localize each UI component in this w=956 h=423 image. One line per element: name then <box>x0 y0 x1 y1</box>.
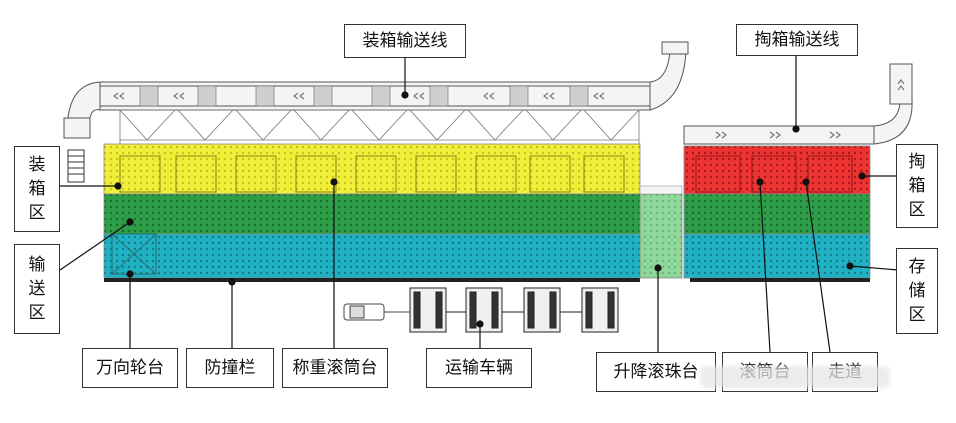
trailer-icon <box>409 287 619 333</box>
weighing-roller-tables <box>119 155 625 193</box>
packing-zone-char-2: 箱 <box>28 179 46 199</box>
transport-vehicle-label: 运输车辆 <box>426 348 532 388</box>
unpacking-conveyor-label: 掏箱输送线 <box>736 24 858 56</box>
transfer-zone-area-right <box>683 193 871 235</box>
unpacking-conveyor-arrows <box>715 79 905 139</box>
universal-wheel-marker <box>111 233 157 275</box>
transfer-zone-area <box>103 193 641 235</box>
anti-collision-rail-left <box>104 278 640 282</box>
storage-zone-area-right <box>683 233 871 279</box>
packing-zone-char-1: 装 <box>28 155 46 175</box>
packing-zone-label: 装 箱 区 <box>14 146 60 232</box>
stairs <box>67 149 85 183</box>
packing-zone-char-3: 区 <box>28 203 46 223</box>
unpacking-zone-char-2: 箱 <box>908 176 926 196</box>
watermark-overlay <box>700 366 890 388</box>
lifting-ball-table-label: 升降滚珠台 <box>596 352 716 392</box>
unpacking-conveyor <box>683 63 913 145</box>
transfer-zone-char-3: 区 <box>28 303 46 323</box>
unpacking-zone-char-1: 掏 <box>908 152 926 172</box>
packing-conveyor-arrows <box>113 92 605 100</box>
unpacking-zone-area <box>683 145 871 195</box>
packing-conveyor-label: 装箱输送线 <box>344 24 466 58</box>
unpacking-zone-label: 掏 箱 区 <box>896 144 938 228</box>
roller-tables <box>695 155 853 193</box>
storage-zone-area-left <box>103 233 641 279</box>
conveyor-rollers <box>139 85 589 107</box>
hopper-frames <box>119 109 640 144</box>
lifting-ball-table-area <box>639 193 683 279</box>
storage-zone-label: 存 储 区 <box>896 248 938 334</box>
truck-icon <box>343 303 410 321</box>
transfer-zone-label: 输 送 区 <box>14 244 60 334</box>
transfer-zone-char-2: 送 <box>28 279 46 299</box>
unpacking-zone-char-3: 区 <box>908 200 926 220</box>
weighing-roller-table-label: 称重滚筒台 <box>282 348 388 388</box>
storage-zone-char-3: 区 <box>908 305 926 325</box>
anti-collision-rail-right <box>690 278 870 282</box>
transfer-zone-char-1: 输 <box>28 255 46 275</box>
anti-collision-rail-label: 防撞栏 <box>186 348 274 388</box>
lift-connector <box>639 185 683 195</box>
leader-lines <box>59 54 899 353</box>
universal-wheel-table-label: 万向轮台 <box>82 348 178 388</box>
storage-zone-char-2: 储 <box>908 281 926 301</box>
storage-zone-char-1: 存 <box>908 257 926 277</box>
packing-zone-area <box>103 143 641 195</box>
